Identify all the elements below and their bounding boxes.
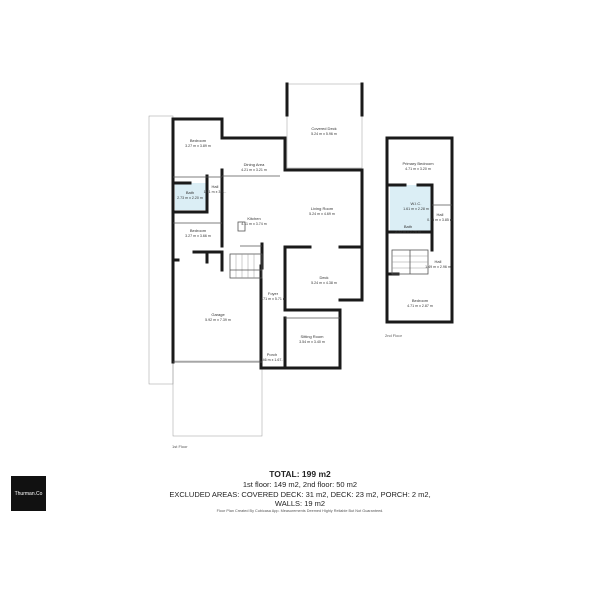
second-floor-plan: Primary Bedroom 4.71 m x 3.20 m W.I.C. 1… xyxy=(385,136,454,338)
room-name: Bedroom xyxy=(190,138,207,143)
disclaimer-note: Floor Plan Created By Cubicasa App. Meas… xyxy=(216,509,384,513)
room-name: Garage xyxy=(211,312,225,317)
bath-2-fill xyxy=(390,185,432,231)
room-dims: 4.11 m x 3.74 m xyxy=(241,222,267,226)
room-dims: 1.61 m x 2.28 m xyxy=(403,207,429,211)
driveway-outline xyxy=(172,360,263,437)
room-dims: 5.24 m x 4.38 m xyxy=(311,281,337,285)
floor-label-2nd: 2nd Floor xyxy=(385,333,403,338)
room-name: Porch xyxy=(267,352,277,357)
room-name: Kitchen xyxy=(247,216,260,221)
room-dims: 4.71 m x 2.87 m xyxy=(407,304,433,308)
room-dims: 4.21 m x 3.21 m xyxy=(241,168,267,172)
room-dims: 4.71 m x 3.20 m xyxy=(405,167,431,171)
room-name: Foyer xyxy=(268,291,279,296)
room-dims: 1.71 m x 5.71 m xyxy=(260,297,286,301)
room-name: Primary Bedroom xyxy=(402,161,434,166)
room-name: Dining Area xyxy=(244,162,265,167)
room-dims: 2.73 m x 2.20 m xyxy=(177,196,203,200)
left-exterior-strip xyxy=(148,115,174,385)
room-dims: 3.27 m x 3.89 m xyxy=(185,144,211,148)
room-name: Bedroom xyxy=(412,298,429,303)
summary-total: TOTAL: 199 m2 xyxy=(269,469,331,479)
room-name: Deck xyxy=(319,275,328,280)
room-dims: 1.46 m x 1.67... xyxy=(260,358,285,362)
room-dims: 1.01 m x 3.5... xyxy=(204,190,227,194)
room-name: W.I.C. xyxy=(411,201,422,206)
floor-label-1st: 1st Floor xyxy=(172,444,188,449)
room-name: Covered Deck xyxy=(311,126,336,131)
room-name: Bath xyxy=(404,224,412,229)
room-name: Sitting Room xyxy=(301,334,325,339)
stairs-second-floor xyxy=(391,249,429,275)
room-dims: 5.24 m x 5.96 m xyxy=(311,132,337,136)
room-name: Hall xyxy=(437,212,444,217)
stairs-first-floor xyxy=(229,253,263,279)
room-name: Living Room xyxy=(311,206,334,211)
room-name: Bath xyxy=(186,190,194,195)
room-dims: 5.24 m x 4.69 m xyxy=(309,212,335,216)
company-logo: Thurman.Co xyxy=(11,476,46,511)
room-dims: 3.27 m x 3.66 m xyxy=(185,234,211,238)
room-name: Bedroom xyxy=(190,228,207,233)
room-name: Hall xyxy=(435,259,442,264)
bath-1-fill xyxy=(175,183,207,210)
summary-excluded-areas: EXCLUDED AREAS: COVERED DECK: 31 m2, DEC… xyxy=(169,490,431,499)
first-floor-plan: Bedroom 3.27 m x 3.89 m Hall 1.01 m x 3.… xyxy=(148,82,364,449)
room-dims: 1.49 m x 2.96 m xyxy=(425,265,451,269)
summary-floors: 1st floor: 149 m2, 2nd floor: 50 m2 xyxy=(242,480,358,489)
room-dims: 5.92 m x 7.39 m xyxy=(205,318,231,322)
kitchen-island xyxy=(237,221,246,232)
room-dims: 0.75 m x 3.85 m xyxy=(427,218,453,222)
summary-excluded: EXCLUDED AREAS: COVERED DECK: 31 m2, DEC… xyxy=(0,490,600,508)
summary-walls: WALLS: 19 m2 xyxy=(274,499,326,508)
room-dims: 2.72 m x 2.75 m xyxy=(395,230,421,234)
room-name: Hall xyxy=(212,184,219,189)
room-dims: 3.54 m x 3.40 m xyxy=(299,340,325,344)
covered-deck-outline xyxy=(286,83,363,169)
